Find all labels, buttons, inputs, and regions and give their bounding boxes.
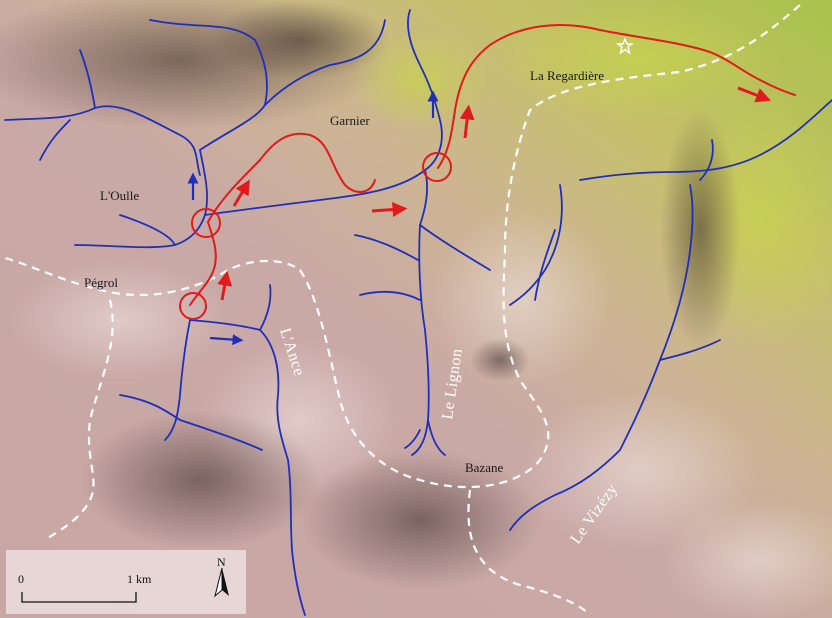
capture-circle-garnier xyxy=(422,152,452,182)
route-arrow-1 xyxy=(217,270,233,301)
river-ance xyxy=(189,319,306,616)
route-arrows xyxy=(217,86,772,301)
river-network xyxy=(4,9,832,616)
scale-box: 0 1 km N xyxy=(6,550,246,614)
river-ance-trib xyxy=(259,284,272,331)
route-arrow-2 xyxy=(232,179,250,207)
river-ance-west-2 xyxy=(119,394,263,451)
capture-circle-oulle xyxy=(191,208,221,238)
river-regardiere-trib xyxy=(509,184,563,306)
river-lignon-branch-2 xyxy=(404,429,421,449)
river-oulle-trib xyxy=(119,214,176,246)
river-lignon-trib-east xyxy=(419,224,491,271)
label-oulle: L'Oulle xyxy=(100,188,139,203)
river-upper-west-trib xyxy=(39,119,71,161)
river-lignon-trib-west xyxy=(354,234,419,261)
scale-end-label: 1 km xyxy=(127,572,152,586)
river-vizezy-upper xyxy=(699,139,714,181)
river-lignon-upper xyxy=(411,169,430,456)
river-lignon-trib-w2 xyxy=(359,290,421,301)
label-pegrol: Pégrol xyxy=(84,275,118,290)
river-regardiere xyxy=(579,99,832,181)
river-regardiere-trib-2 xyxy=(534,229,556,301)
scale-start-label: 0 xyxy=(18,572,24,586)
river-upper-west xyxy=(4,105,201,176)
flow-arrows xyxy=(187,90,439,346)
star-icon xyxy=(615,37,635,55)
river-oulle xyxy=(74,149,208,249)
route-arrow-5 xyxy=(737,86,772,103)
river-ance-west xyxy=(164,319,191,441)
watershed-line-north-east xyxy=(4,4,801,489)
flow-arrow-ance xyxy=(209,334,244,346)
route-arrow-4 xyxy=(459,104,475,139)
scale-bar xyxy=(21,592,137,603)
north-label: N xyxy=(217,555,226,569)
river-vizezy-trib xyxy=(659,339,721,361)
watershed-boundaries xyxy=(4,4,801,616)
route-arrow-3 xyxy=(371,202,408,218)
watershed-line-west xyxy=(44,299,114,541)
river-upper-west-trib-2 xyxy=(79,49,96,109)
river-main-east xyxy=(204,9,443,216)
label-regardiere: La Regardière xyxy=(530,68,604,83)
river-garnier xyxy=(149,19,268,151)
river-lignon-branch xyxy=(427,419,446,456)
north-arrow-icon xyxy=(214,567,229,598)
label-garnier: Garnier xyxy=(330,113,370,128)
capture-route xyxy=(179,24,796,320)
label-bazane: Bazane xyxy=(465,460,503,475)
river-north xyxy=(264,19,386,106)
route-east xyxy=(437,24,796,169)
river-vizezy xyxy=(509,184,694,531)
watershed-line-south xyxy=(467,489,591,616)
route-main xyxy=(189,132,376,306)
capture-circle-pegrol xyxy=(179,292,207,320)
